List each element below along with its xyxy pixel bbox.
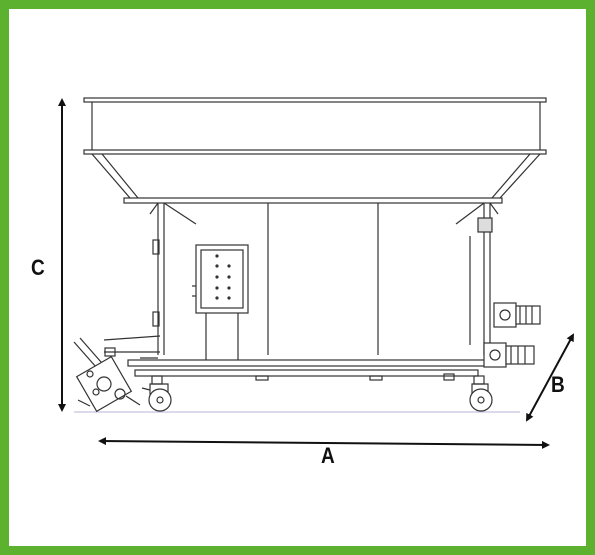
control-box [192,244,249,360]
screw-conveyor [73,335,161,413]
gear-motor-upper [493,302,541,328]
gear-motor-lower [483,342,535,368]
machine-body [149,202,499,355]
dimension-line-b [526,333,574,422]
side-fittings [152,239,160,327]
hopper-top [83,97,547,155]
dimension-label-a: A [321,444,335,469]
base-frame [127,359,489,381]
right-column [469,217,493,345]
caster-wheel-left [141,375,172,412]
dimension-label-b: B [551,373,565,398]
hopper-funnel [91,153,541,204]
dimension-label-c: C [31,256,45,281]
caster-wheel-right [469,375,493,412]
dimension-line-a [98,437,550,449]
